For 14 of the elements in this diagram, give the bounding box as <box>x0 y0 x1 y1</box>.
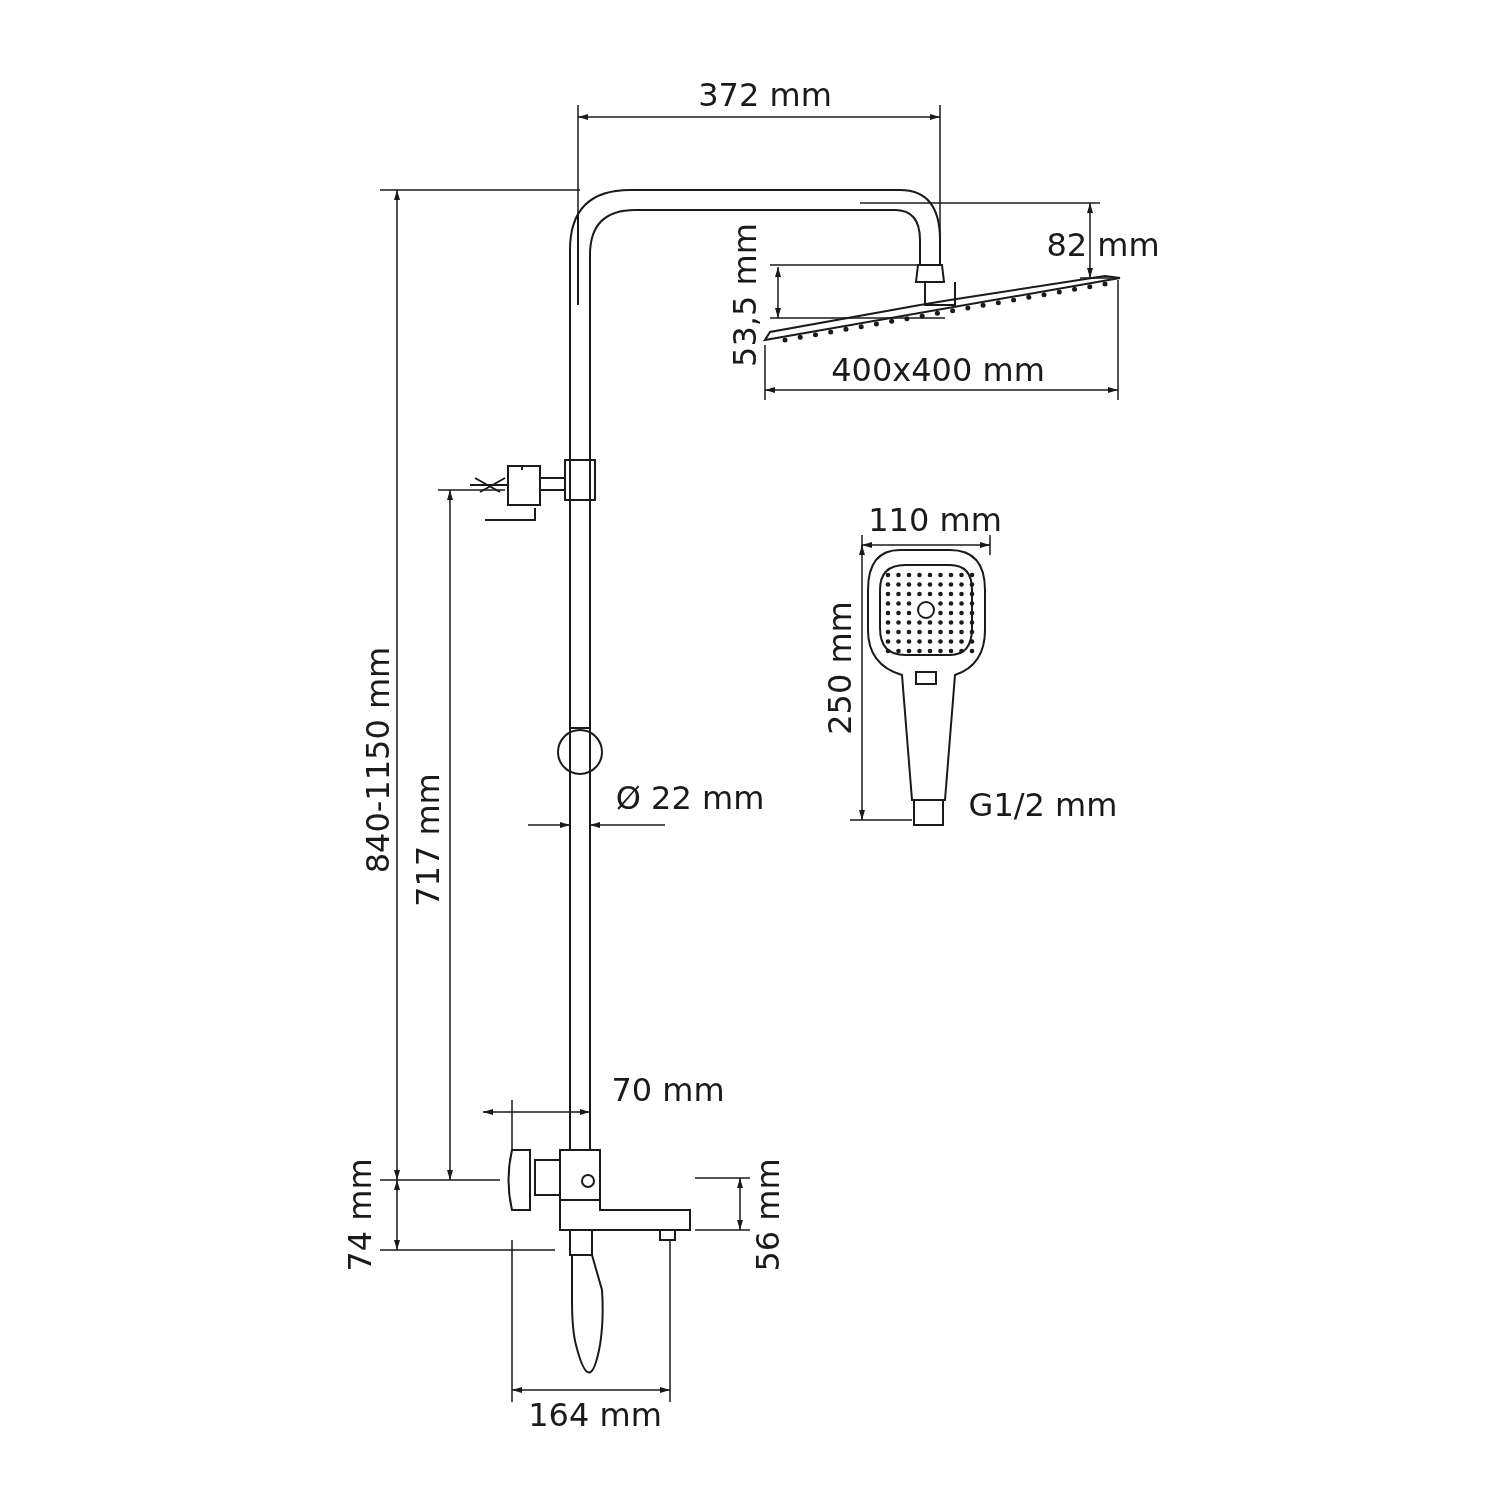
dimension-label: 53,5 mm <box>729 223 761 367</box>
dimension-label: 840-1150 mm <box>362 646 394 874</box>
dimension-label: 56 mm <box>752 1158 784 1272</box>
dimension-label: 70 mm <box>611 1074 725 1106</box>
dimension-label: 74 mm <box>344 1158 376 1272</box>
dimension-label: Ø 22 mm <box>615 782 765 814</box>
dimension-label: 717 mm <box>412 773 444 907</box>
dimension-label: 82 mm <box>1046 229 1160 261</box>
dimension-label: 400x400 mm <box>831 354 1045 386</box>
dimension-label: 372 mm <box>698 79 832 111</box>
dimension-label: 250 mm <box>824 601 856 735</box>
dimension-label: 110 mm <box>868 504 1002 536</box>
dimension-label: 164 mm <box>528 1399 662 1431</box>
dimension-label: G1/2 mm <box>968 789 1118 821</box>
